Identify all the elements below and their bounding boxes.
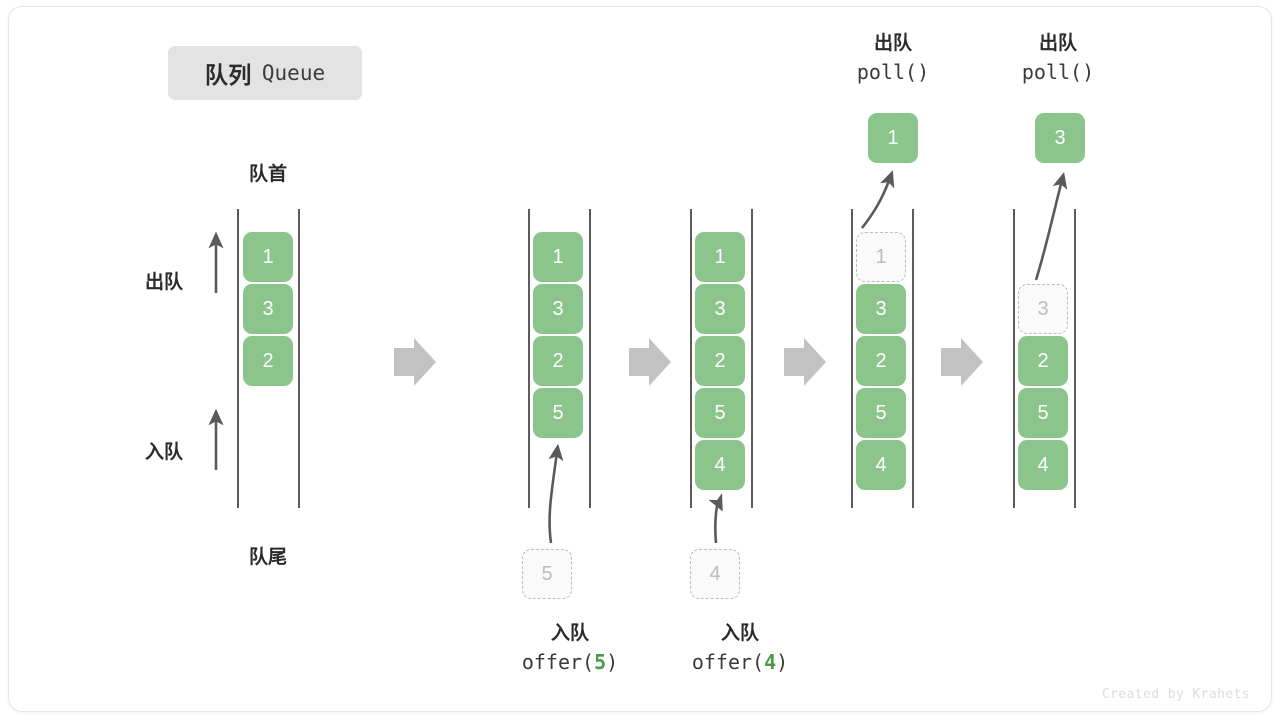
op-close: ) <box>776 649 789 674</box>
op-label-cn: 入队 <box>550 623 589 644</box>
popped-item: 3 <box>1035 113 1085 163</box>
queue-item: 5 <box>533 388 583 438</box>
op-label-offer-4: 入队 offer(4) <box>620 620 860 677</box>
rail-right <box>589 209 591 508</box>
op-label-cn: 出队 <box>873 33 912 54</box>
queue-item: 1 <box>243 232 293 282</box>
queue-item: 2 <box>1018 336 1068 386</box>
op-label-code: offer(4) <box>620 648 860 677</box>
op-close: ) <box>606 649 619 674</box>
incoming-ghost-item: 4 <box>690 549 740 599</box>
queue-item-removed-ghost: 1 <box>856 232 906 282</box>
title-english: Queue <box>261 61 326 85</box>
queue-item: 2 <box>533 336 583 386</box>
op-close: ) <box>917 59 930 84</box>
queue-item: 3 <box>243 284 293 334</box>
label-rear: 队尾 <box>248 547 287 568</box>
title-chinese: 队列 <box>204 62 252 88</box>
rail-right <box>912 209 914 508</box>
rail-right <box>1074 209 1076 508</box>
op-fn: poll( <box>856 59 918 84</box>
op-label-cn: 出队 <box>1038 33 1077 54</box>
watermark: Created by Krahets <box>1101 687 1250 702</box>
op-arg: 4 <box>764 649 777 674</box>
op-label-code: poll() <box>773 58 1013 87</box>
op-label-poll-1: 出队 poll() <box>773 30 1013 87</box>
op-label-cn: 入队 <box>720 623 759 644</box>
queue-item: 3 <box>856 284 906 334</box>
rail-left <box>528 209 530 508</box>
op-label-code: offer(5) <box>450 648 690 677</box>
queue-item: 2 <box>695 336 745 386</box>
queue-item: 3 <box>533 284 583 334</box>
rail-left <box>690 209 692 508</box>
queue-item-removed-ghost: 3 <box>1018 284 1068 334</box>
op-label-code: poll() <box>938 58 1178 87</box>
rail-right <box>751 209 753 508</box>
op-fn: offer( <box>691 649 765 674</box>
label-dequeue: 出队 <box>145 272 184 293</box>
rail-right <box>298 209 300 508</box>
queue-item: 2 <box>243 336 293 386</box>
queue-item: 3 <box>695 284 745 334</box>
op-close: ) <box>1082 59 1095 84</box>
rail-left <box>851 209 853 508</box>
queue-item: 2 <box>856 336 906 386</box>
queue-item: 5 <box>1018 388 1068 438</box>
queue-item: 4 <box>1018 440 1068 490</box>
op-arg: 5 <box>594 649 607 674</box>
diagram-card <box>8 6 1272 712</box>
queue-item: 1 <box>533 232 583 282</box>
popped-item: 1 <box>868 113 918 163</box>
queue-item: 4 <box>856 440 906 490</box>
diagram-title-badge: 队列 Queue <box>168 46 362 100</box>
queue-item: 1 <box>695 232 745 282</box>
label-enqueue: 入队 <box>145 442 184 463</box>
queue-item: 5 <box>695 388 745 438</box>
op-fn: offer( <box>521 649 595 674</box>
queue-item: 5 <box>856 388 906 438</box>
rail-left <box>1013 209 1015 508</box>
op-label-poll-3: 出队 poll() <box>938 30 1178 87</box>
incoming-ghost-item: 5 <box>522 549 572 599</box>
queue-item: 4 <box>695 440 745 490</box>
op-label-offer-5: 入队 offer(5) <box>450 620 690 677</box>
label-front: 队首 <box>248 164 287 185</box>
rail-left <box>237 209 239 508</box>
op-fn: poll( <box>1021 59 1083 84</box>
